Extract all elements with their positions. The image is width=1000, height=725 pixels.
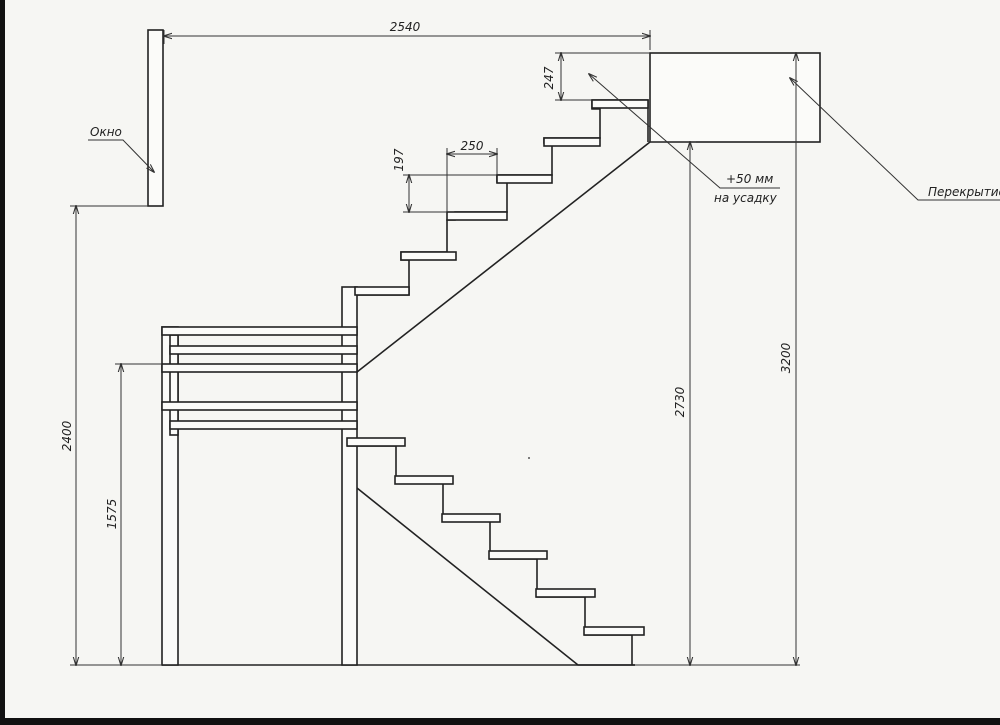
window-frame <box>147 29 164 207</box>
landing-beam-3 <box>161 363 358 373</box>
upper-tread-4 <box>496 174 553 184</box>
dim-window-sill-height: 2400 <box>60 420 74 451</box>
lower-tread-4 <box>488 550 548 560</box>
lower-tread-5 <box>535 588 596 598</box>
landing-beam-1 <box>161 326 358 336</box>
scan-edge-left <box>0 0 5 725</box>
upper-tread-1 <box>354 286 410 296</box>
lower-stringer-line <box>356 487 635 666</box>
upper-stringer-line <box>356 141 651 373</box>
dim-floor-to-floor: 3200 <box>779 342 793 373</box>
dim-total-width: 2540 <box>390 20 421 34</box>
scan-speck <box>528 457 530 459</box>
landing-beam-4 <box>161 401 358 411</box>
dim-height-to-slab-bottom: 2730 <box>673 386 687 417</box>
label-floor-slab: Перекрытие <box>928 185 1000 199</box>
lower-tread-2 <box>394 475 454 485</box>
label-shrink-allowance-2: на усадку <box>714 191 778 205</box>
label-shrink-allowance-1: +50 мм <box>726 172 773 186</box>
landing-column-right <box>341 286 358 666</box>
upper-tread-3 <box>446 211 508 221</box>
lower-tread-3 <box>441 513 501 523</box>
scan-edge-bottom <box>0 718 1000 725</box>
lower-tread-1 <box>346 437 406 447</box>
upper-tread-5 <box>543 137 601 147</box>
lower-tread-6 <box>583 626 645 636</box>
landing-beam-2 <box>169 345 358 355</box>
landing-beam-5 <box>169 420 358 430</box>
floor-slab <box>649 52 821 143</box>
leader-floor-slab <box>790 78 1000 201</box>
leader-shrink-allowance <box>589 74 780 189</box>
dim-top-step-height: 247 <box>542 66 556 89</box>
dim-landing-height: 1575 <box>105 499 119 530</box>
label-window: Окно <box>90 125 122 139</box>
dim-tread-depth: 250 <box>461 139 484 153</box>
leader-window <box>88 139 154 172</box>
upper-stair-profile <box>357 99 649 296</box>
upper-tread-6 <box>591 99 649 109</box>
dim-riser-height: 197 <box>392 148 406 171</box>
upper-tread-2 <box>400 251 457 261</box>
